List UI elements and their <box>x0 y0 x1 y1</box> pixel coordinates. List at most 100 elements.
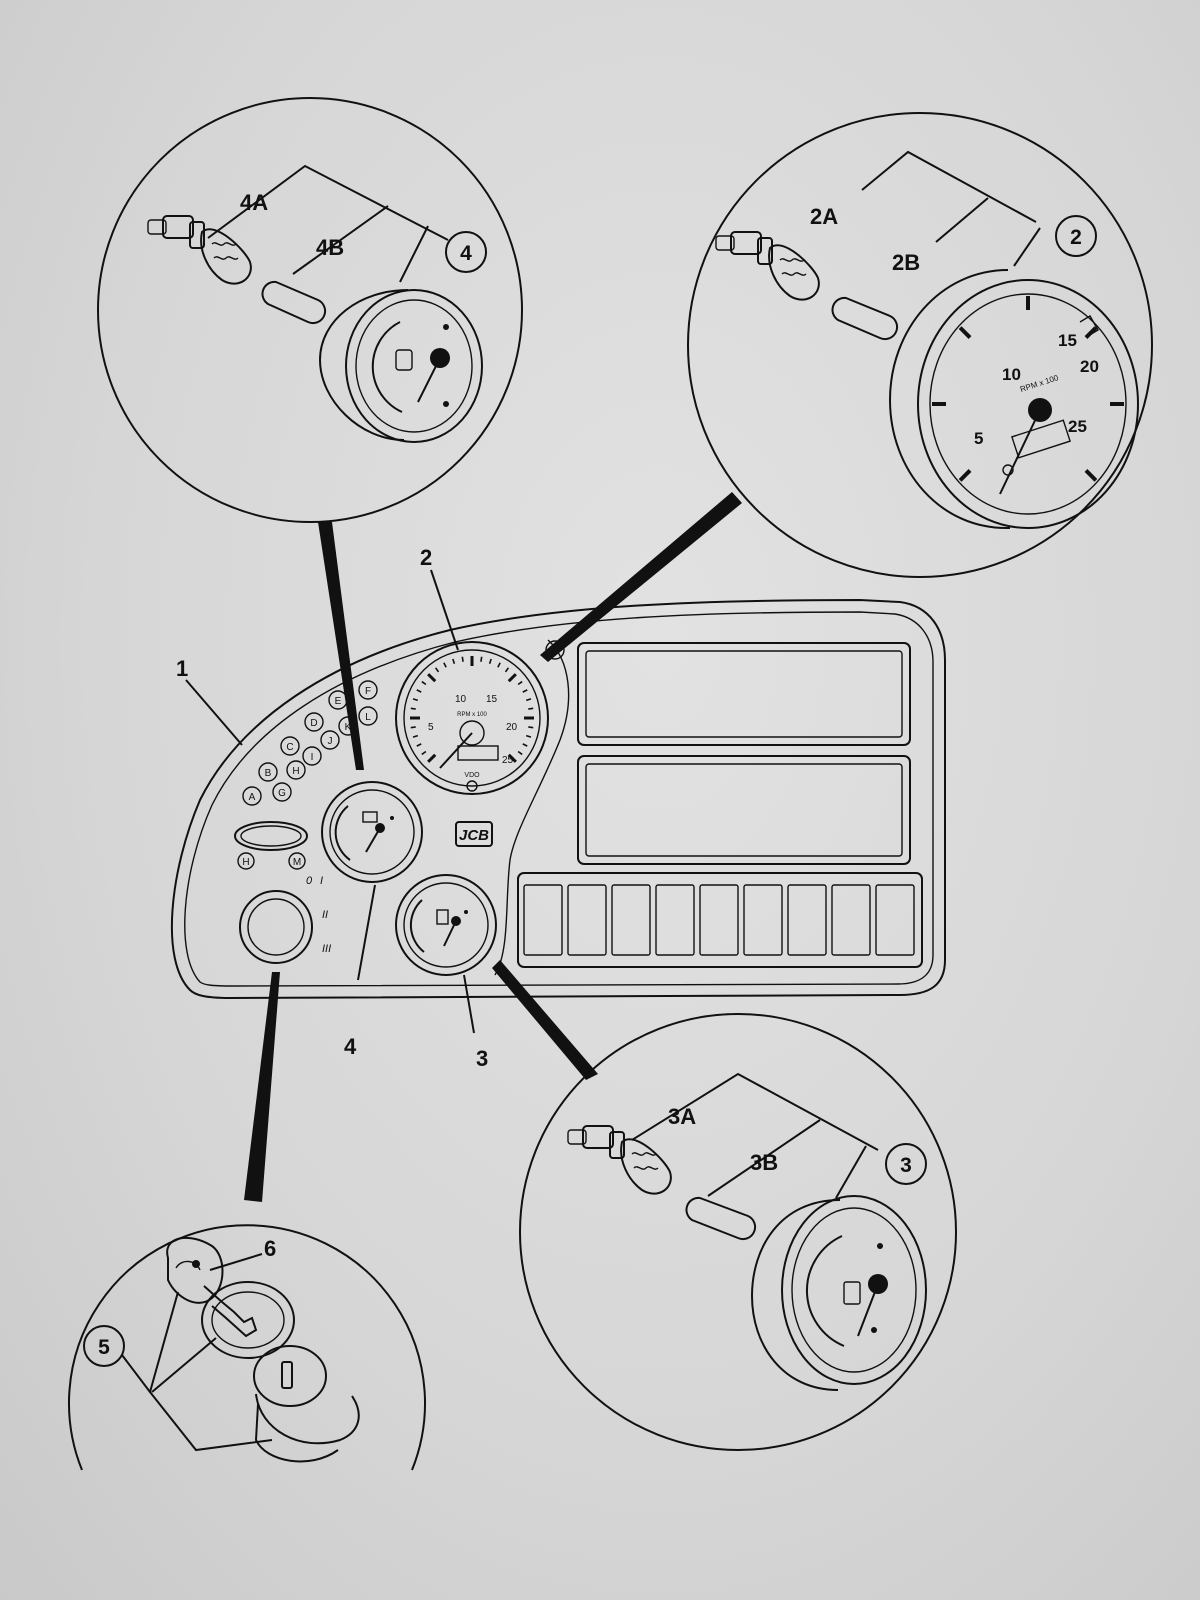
hour-meter-button-m-label: M <box>293 857 301 868</box>
warning-light-label: I <box>311 752 314 763</box>
tacho-tick <box>517 680 523 686</box>
bulb-holder-2b <box>831 296 899 341</box>
bulb-holder-3b <box>685 1196 757 1241</box>
jcb-logo-text: JCB <box>459 827 489 844</box>
rocker-switch[interactable] <box>787 884 827 956</box>
zoom-tacho-label-20: 20 <box>1080 357 1099 376</box>
zoom-tacho-label-25: 25 <box>1068 417 1087 436</box>
warning-light-label: C <box>286 742 293 753</box>
rocker-switch[interactable] <box>611 884 651 956</box>
callout-6: 6 <box>264 1236 276 1261</box>
tacho-tick <box>504 667 510 673</box>
rocker-switch[interactable] <box>743 884 783 956</box>
tacho-tick <box>410 707 416 710</box>
tacho-label-5: 5 <box>428 722 434 733</box>
warning-light-label: E <box>335 696 342 707</box>
tacho-tick <box>416 743 422 747</box>
ignition-key <box>166 1237 258 1338</box>
zoom-tacho-tick <box>1084 469 1098 482</box>
warning-light <box>320 730 340 750</box>
panel-gauge-3 <box>395 874 497 976</box>
tacho-unit-label: RPM x 100 <box>457 712 487 718</box>
warning-light-label: B <box>265 768 272 779</box>
bulb-holder-4b <box>261 280 327 325</box>
zoom-circle-3: 3 3A 3B <box>519 1013 957 1451</box>
warning-light <box>258 762 278 782</box>
panel-tachometer: 10 15 5 20 25 RPM x 100 VDO <box>395 641 549 795</box>
tacho-tick <box>452 658 456 665</box>
tacho-tick <box>416 689 422 693</box>
callout-2a: 2A <box>810 204 838 229</box>
hour-meter-button-h-label: H <box>242 857 249 868</box>
zoom-circle-5: 5 6 <box>68 1224 426 1471</box>
dashboard-panel <box>170 598 946 1000</box>
tacho-tick <box>480 656 483 662</box>
tacho-tick <box>528 726 534 729</box>
tachometer-tick-marks <box>410 656 534 763</box>
warning-light-label: H <box>292 766 299 777</box>
tacho-tick <box>410 726 416 729</box>
rocker-switch[interactable] <box>699 884 739 956</box>
zoom-tacho-label-10: 10 <box>1002 365 1021 384</box>
ignition-position-1: I <box>320 875 323 887</box>
warning-light-label: G <box>278 788 286 799</box>
rocker-switch[interactable] <box>875 884 915 956</box>
tacho-tick <box>522 689 528 693</box>
tacho-tick <box>507 753 517 763</box>
warning-light <box>302 746 322 766</box>
warning-light-label: J <box>328 736 333 747</box>
tacho-tick <box>427 673 437 683</box>
zoom-gauge-4 <box>318 289 483 443</box>
warning-light-label: D <box>310 718 317 729</box>
callout-2: 2 <box>420 545 432 570</box>
rocker-switch[interactable] <box>567 884 607 956</box>
warning-light-label: A <box>249 792 256 803</box>
ignition-position-3: III <box>322 943 331 955</box>
rocker-switch[interactable] <box>523 884 563 956</box>
callout-4-circle: 4 <box>460 242 472 265</box>
zoom-tacho-tick <box>958 326 972 339</box>
callout-3-circle: 3 <box>900 1154 912 1177</box>
warning-light-label: L <box>365 712 371 723</box>
warning-light <box>358 680 378 700</box>
jcb-logo: JCB <box>455 821 493 847</box>
tacho-label-20: 20 <box>506 722 518 733</box>
tacho-label-25: 25 <box>502 755 514 766</box>
panel-gauge-4 <box>321 781 423 883</box>
callout-5-circle: 5 <box>98 1336 110 1359</box>
callout-4a: 4A <box>240 190 268 215</box>
zoom-tacho-unit-label: RPM x 100 <box>1019 373 1060 394</box>
rocker-switch[interactable] <box>655 884 695 956</box>
warning-light-label: F <box>365 686 371 697</box>
hour-meter-button-m[interactable] <box>288 852 306 870</box>
bulb-2a <box>715 231 820 301</box>
ignition-switch[interactable]: 0 I II III <box>239 875 331 964</box>
warning-light <box>304 712 324 732</box>
hour-meter-button-h[interactable] <box>237 852 255 870</box>
switch-bank <box>523 884 915 956</box>
tacho-tick <box>443 662 447 668</box>
tacho-tick <box>522 743 528 747</box>
tacho-tick <box>525 698 532 702</box>
tacho-tick <box>412 698 419 702</box>
rocker-switch[interactable] <box>831 884 871 956</box>
warning-light <box>272 782 292 802</box>
zoom-tacho-tick-marks <box>932 296 1124 482</box>
warning-light <box>242 786 262 806</box>
callout-4b: 4B <box>316 235 344 260</box>
zoom-tacho-label-5: 5 <box>974 429 983 448</box>
ignition-position-2: II <box>322 909 328 921</box>
callout-3b: 3B <box>750 1150 778 1175</box>
ignition-bezel <box>201 1281 295 1359</box>
tacho-tick <box>488 658 492 665</box>
tacho-tick <box>434 667 440 673</box>
warning-light <box>280 736 300 756</box>
bulb-3a <box>567 1125 672 1195</box>
warning-light <box>286 760 306 780</box>
tacho-tick <box>461 656 464 662</box>
bulb-4a <box>147 215 252 285</box>
panel-leader-lines <box>185 569 475 1034</box>
warning-light <box>358 706 378 726</box>
